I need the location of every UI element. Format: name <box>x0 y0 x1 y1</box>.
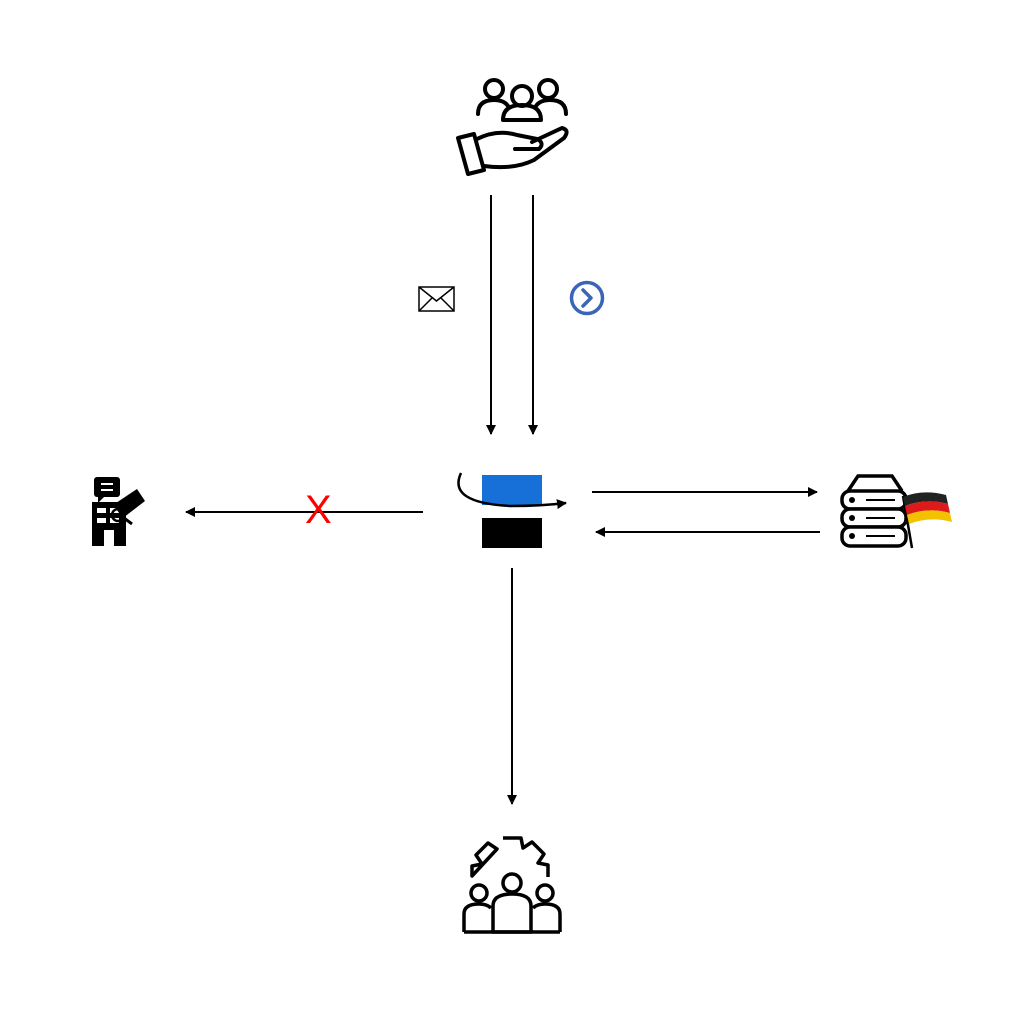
building-megaphone-icon <box>92 477 145 546</box>
people-in-hand-icon <box>456 78 569 176</box>
blue-black-blocks-rotate-icon <box>457 472 567 548</box>
envelope-icon <box>418 286 455 312</box>
gear-team-icon <box>462 836 562 934</box>
blocked-marker: X <box>305 488 332 532</box>
server-germany-flag-icon <box>840 474 952 549</box>
circle-chevron-right-icon <box>569 280 605 316</box>
